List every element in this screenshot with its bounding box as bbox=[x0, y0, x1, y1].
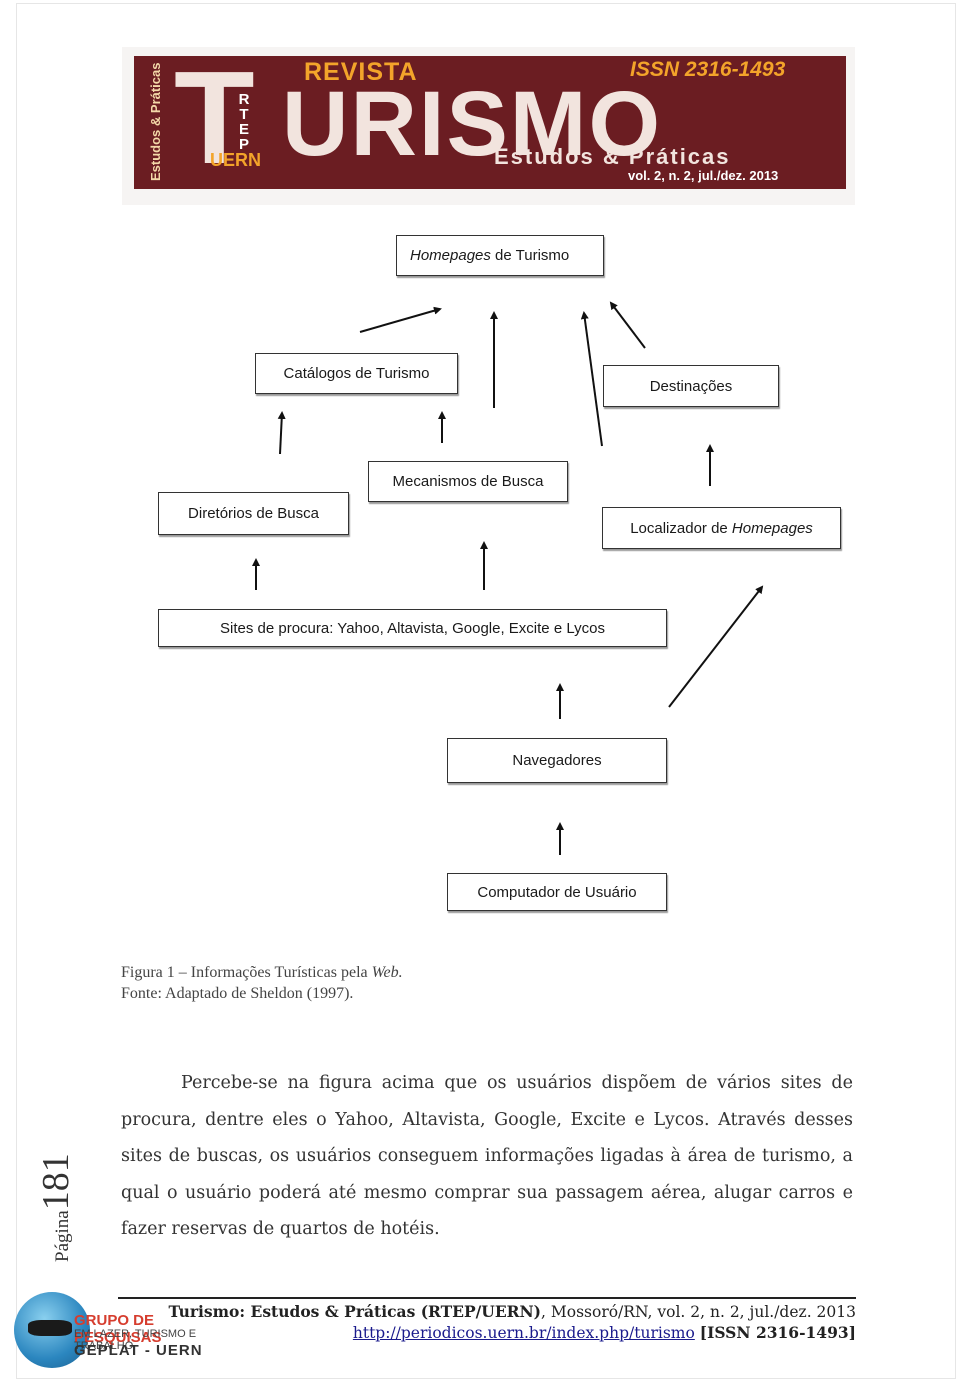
localizador-italic: Homepages bbox=[731, 519, 813, 537]
arrow-navegadores-to-localizador bbox=[668, 585, 764, 708]
page-border bbox=[16, 3, 956, 1379]
page-label: Página bbox=[52, 1210, 73, 1262]
localizador-rest: Localizador de bbox=[630, 519, 732, 537]
navegadores-label: Navegadores bbox=[512, 752, 602, 769]
journal-banner: Estudos & Práticas T R T E P UERN REVIST… bbox=[122, 47, 855, 205]
footer-divider bbox=[118, 1297, 856, 1299]
arrow-diretorios-to-catalogos bbox=[277, 411, 286, 455]
figure-source: Fonte: Adaptado de Sheldon (1997). bbox=[121, 985, 354, 1002]
sites-box: Sites de procura: Yahoo, Altavista, Goog… bbox=[158, 609, 667, 647]
arrow-catalogos-to-homepages bbox=[359, 306, 442, 333]
footer-url-line: http://periodicos.uern.br/index.php/turi… bbox=[353, 1323, 856, 1342]
footer-citation: Turismo: Estudos & Práticas (RTEP/UERN),… bbox=[169, 1302, 857, 1321]
page-number-label: Página181 bbox=[34, 1138, 77, 1262]
diretorios-label: Diretórios de Busca bbox=[188, 505, 319, 522]
logo-line3: GEPLAT - UERN bbox=[74, 1342, 203, 1359]
footer-issn: [ISSN 2316-1493] bbox=[699, 1323, 856, 1342]
homepages-box: Homepages de Turismo bbox=[396, 235, 604, 276]
homepages-italic: Homepages bbox=[410, 247, 491, 264]
figure-caption: Figura 1 – Informações Turísticas pela W… bbox=[121, 964, 403, 982]
globe-icon bbox=[14, 1292, 90, 1368]
banner-rtep: R T E P bbox=[238, 91, 250, 153]
logo-line1: GRUPO DE PESQUISAS bbox=[74, 1312, 162, 1346]
banner-volume: vol. 2, n. 2, jul./dez. 2013 bbox=[628, 168, 779, 183]
geplat-logo: GRUPO DE PESQUISAS EM LAZER, TURISMO E T… bbox=[10, 1290, 225, 1370]
sites-label: Sites de procura: Yahoo, Altavista, Goog… bbox=[220, 619, 605, 637]
figure-caption-italic: Web. bbox=[371, 964, 403, 981]
banner-letter-t: T bbox=[174, 56, 255, 189]
mecanismos-box: Mecanismos de Busca bbox=[368, 461, 568, 502]
arrow-destinacoes-to-homepages bbox=[609, 301, 646, 349]
catalogos-box: Catálogos de Turismo bbox=[255, 353, 458, 394]
figure-caption-text: Figura 1 – Informações Turísticas pela bbox=[121, 964, 372, 981]
banner-uern: UERN bbox=[210, 150, 262, 170]
page-number: 181 bbox=[35, 1153, 77, 1211]
computador-box: Computador de Usuário bbox=[447, 873, 667, 911]
computador-label: Computador de Usuário bbox=[477, 883, 637, 901]
banner-subtitle: Estudos & Práticas bbox=[494, 144, 731, 169]
banner-urismo: URISMO bbox=[282, 73, 662, 175]
navegadores-box: Navegadores bbox=[447, 738, 667, 783]
body-paragraph: Percebe-se na figura acima que os usuári… bbox=[121, 1073, 853, 1239]
mecanismos-label: Mecanismos de Busca bbox=[392, 473, 544, 490]
banner-issn: ISSN 2316-1493 bbox=[630, 58, 786, 81]
destinacoes-box: Destinações bbox=[603, 365, 779, 407]
banner-revista: REVISTA bbox=[304, 58, 418, 86]
footer-url-link[interactable]: http://periodicos.uern.br/index.php/turi… bbox=[352, 1324, 695, 1342]
footer-journal: Turismo: Estudos & Práticas (RTEP/UERN) bbox=[168, 1302, 542, 1321]
diretorios-box: Diretórios de Busca bbox=[158, 492, 349, 535]
logo-line2: EM LAZER, TURISMO E TRABALHO bbox=[74, 1328, 197, 1352]
localizador-box: Localizador de Homepages bbox=[602, 507, 841, 549]
banner-logo: Estudos & Práticas T R T E P UERN REVIST… bbox=[134, 56, 846, 189]
catalogos-label: Catálogos de Turismo bbox=[283, 365, 430, 382]
arrow-localizador-to-homepages bbox=[580, 311, 603, 447]
destinacoes-label: Destinações bbox=[649, 377, 733, 395]
footer-details: , Mossoró/RN, vol. 2, n. 2, jul./dez. 20… bbox=[541, 1303, 856, 1321]
homepages-rest: de Turismo bbox=[490, 247, 570, 264]
